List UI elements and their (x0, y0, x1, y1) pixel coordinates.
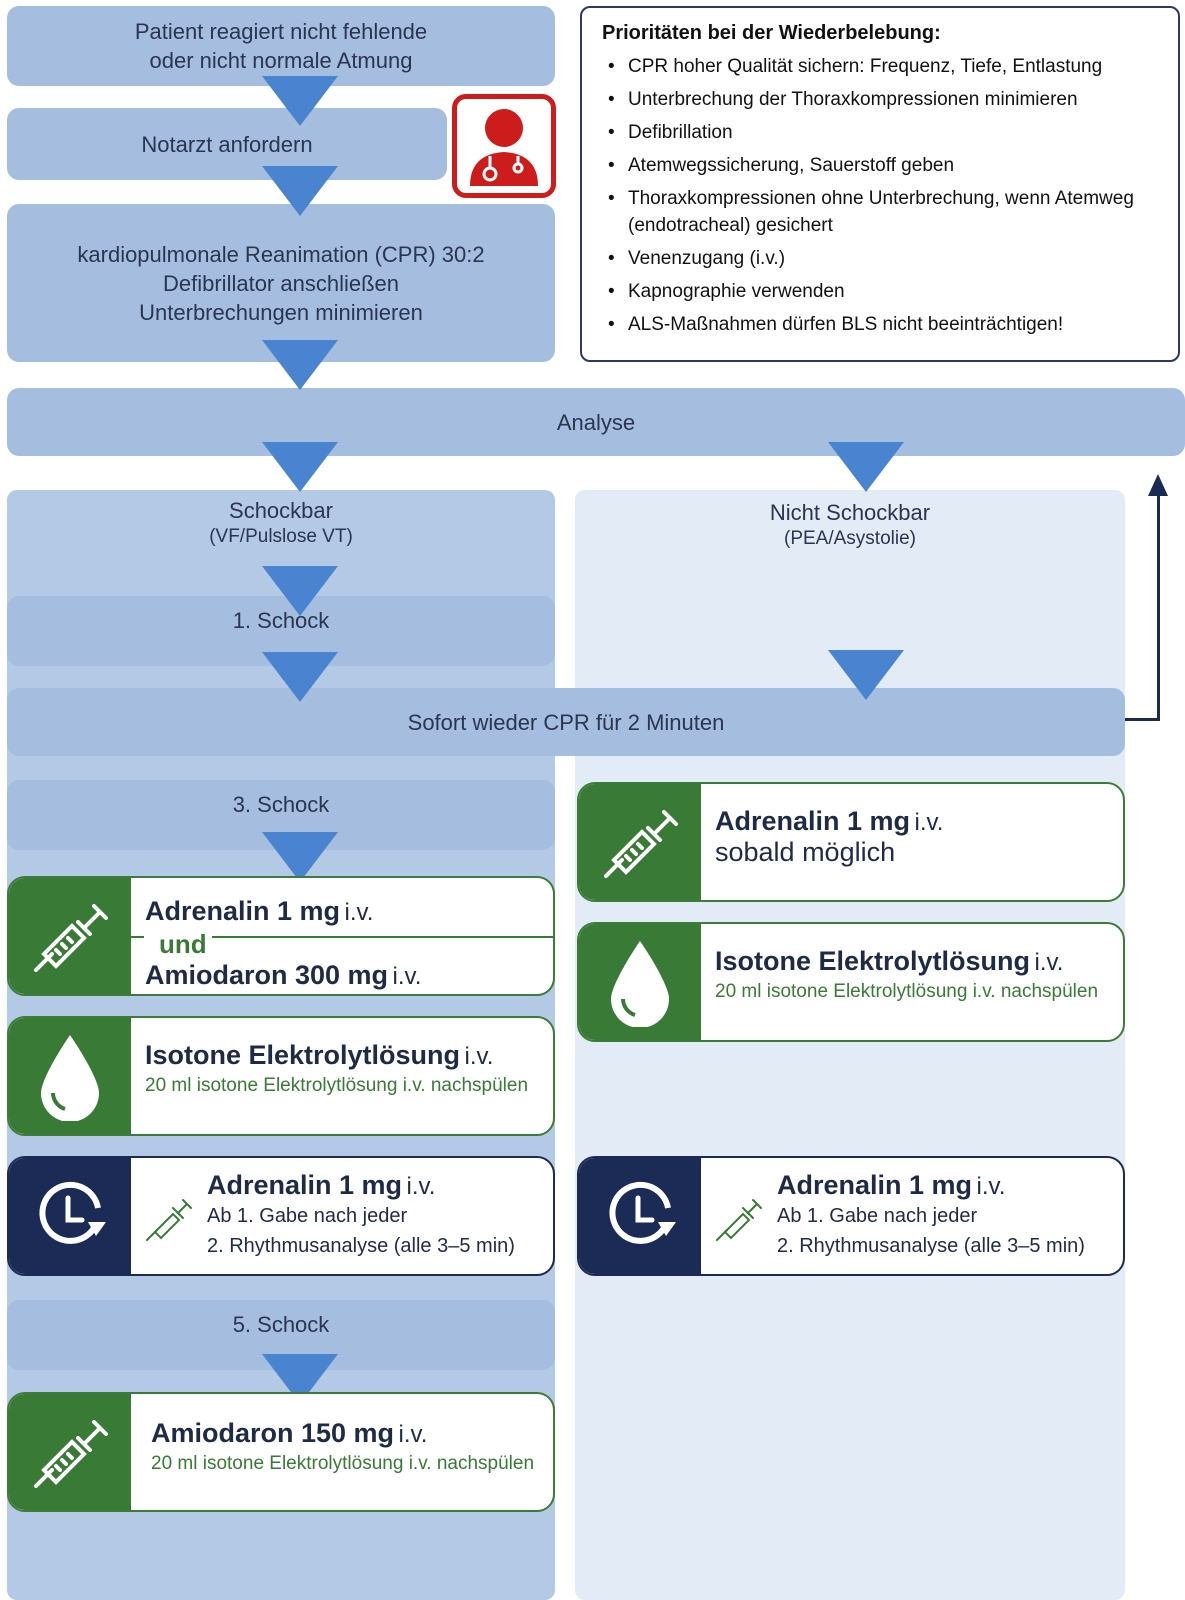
drug-name: Adrenalin 1 mg (207, 1170, 403, 1200)
drug-name: Isotone Elektrolytlösung (715, 946, 1031, 976)
priorities-title: Prioritäten bei der Wiederbelebung: (602, 22, 941, 44)
card-isotone-right: Isotone Elektrolytlösung i.v. 20 ml isot… (577, 922, 1125, 1042)
syringe-icon (9, 878, 131, 994)
drug-route: i.v. (344, 899, 374, 926)
card-body: Isotone Elektrolytlösung i.v. 20 ml isot… (701, 924, 1123, 1040)
drug-route: i.v. (406, 1173, 436, 1200)
drug-route: i.v. (914, 809, 944, 836)
notarzt-box: Notarzt anfordern (7, 108, 447, 180)
flow-arrow (262, 442, 338, 492)
card-adrenalin-asap: Adrenalin 1 mg i.v. sobald möglich (577, 782, 1125, 902)
drug-route: i.v. (976, 1173, 1006, 1200)
flow-arrow (262, 832, 338, 882)
drug-route: i.v. (392, 963, 422, 990)
card-adrenalin-repeat-left: Adrenalin 1 mg i.v. Ab 1. Gabe nach jede… (7, 1156, 555, 1276)
non-shockable-subtitle: (PEA/Asystolie) (784, 528, 916, 549)
card-body: Adrenalin 1 mg i.v. Ab 1. Gabe nach jede… (701, 1158, 1123, 1274)
drug-note: 20 ml isotone Elektrolytlösung i.v. nach… (145, 1075, 529, 1096)
priority-item: Defibrillation (602, 119, 1162, 146)
and-label: und (159, 929, 207, 959)
non-shockable-title: Nicht Schockbar (769, 500, 931, 525)
doctor-icon (452, 94, 556, 198)
card-amiodaron-150: Amiodaron 150 mg i.v. 20 ml isotone Elek… (7, 1392, 555, 1512)
priority-item: ALS-Maßnahmen dürfen BLS nicht beeinträc… (602, 311, 1162, 338)
shockable-subtitle: (VF/Pulslose VT) (209, 526, 353, 547)
priority-item: CPR hoher Qualität sichern: Frequenz, Ti… (602, 53, 1162, 80)
analyse-bar: Analyse (7, 388, 1185, 456)
drug-note: 20 ml isotone Elektrolytlösung i.v. nach… (151, 1453, 535, 1474)
dosing-note: 2. Rhythmusanalyse (alle 3–5 min) (777, 1235, 1085, 1257)
syringe-icon (579, 784, 701, 900)
dosing-note: 2. Rhythmusanalyse (alle 3–5 min) (207, 1235, 515, 1257)
priority-item: Thoraxkompressionen ohne Unterbrechung, … (602, 185, 1162, 239)
clock-repeat-icon (579, 1158, 701, 1274)
drug-name: Amiodaron 300 mg (145, 960, 389, 990)
priorities-list: CPR hoher Qualität sichern: Frequenz, Ti… (602, 53, 1162, 338)
drug-name: Adrenalin 1 mg (145, 896, 341, 926)
return-loop-arrowhead (1148, 474, 1168, 496)
dosing-note: Ab 1. Gabe nach jeder (777, 1205, 978, 1227)
flow-arrow (828, 650, 904, 700)
return-loop-line (1125, 718, 1160, 721)
shockable-title: Schockbar (229, 498, 333, 523)
drug-name: Adrenalin 1 mg (715, 806, 911, 836)
flow-arrow (262, 340, 338, 390)
drop-icon (9, 1018, 131, 1134)
flow-arrow (262, 166, 338, 216)
return-loop-line (1157, 492, 1160, 721)
flow-arrow (828, 442, 904, 492)
dosing-note: Ab 1. Gabe nach jeder (207, 1205, 408, 1227)
drug-note: 20 ml isotone Elektrolytlösung i.v. nach… (715, 981, 1099, 1002)
drug-name: Adrenalin 1 mg (777, 1170, 973, 1200)
card-body: Amiodaron 150 mg i.v. 20 ml isotone Elek… (131, 1394, 553, 1510)
cpr-2min-bar: Sofort wieder CPR für 2 Minuten (7, 688, 1125, 756)
priority-item: Venenzugang (i.v.) (602, 245, 1162, 272)
drug-route: i.v. (398, 1421, 428, 1448)
card-adrenalin-repeat-right: Adrenalin 1 mg i.v. Ab 1. Gabe nach jede… (577, 1156, 1125, 1276)
card-body: Adrenalin 1 mg i.v. Ab 1. Gabe nach jede… (131, 1158, 553, 1274)
priority-item: Kapnographie verwenden (602, 278, 1162, 305)
syringe-icon (146, 1199, 192, 1241)
drop-icon (579, 924, 701, 1040)
drug-route: i.v. (1034, 949, 1064, 976)
non-shockable-label: Nicht Schockbar (PEA/Asystolie) (575, 500, 1125, 552)
drug-route: i.v. (464, 1043, 494, 1070)
card-body: Adrenalin 1 mg i.v. sobald möglich (701, 784, 1123, 900)
syringe-icon (716, 1199, 762, 1241)
drug-name: Amiodaron 150 mg (151, 1418, 395, 1448)
timing-note: sobald möglich (715, 837, 896, 867)
shockable-label: Schockbar (VF/Pulslose VT) (7, 498, 555, 550)
cpr-box: kardiopulmonale Reanimation (CPR) 30:2 D… (7, 204, 555, 362)
patient-box: Patient reagiert nicht fehlende oder nic… (7, 6, 555, 86)
card-body: Isotone Elektrolytlösung i.v. 20 ml isot… (131, 1018, 553, 1134)
priority-item: Unterbrechung der Thoraxkompressionen mi… (602, 86, 1162, 113)
card-isotone-left: Isotone Elektrolytlösung i.v. 20 ml isot… (7, 1016, 555, 1136)
and-divider (130, 936, 144, 938)
priority-item: Atemwegssicherung, Sauerstoff geben (602, 152, 1162, 179)
and-divider (212, 936, 555, 938)
clock-repeat-icon (9, 1158, 131, 1274)
syringe-icon (9, 1394, 131, 1510)
card-body: Adrenalin 1 mg i.v. und Amiodaron 300 mg… (131, 878, 553, 994)
priorities-box: Prioritäten bei der Wiederbelebung: CPR … (580, 6, 1180, 362)
shock-5-bar: 5. Schock (7, 1300, 555, 1370)
drug-name: Isotone Elektrolytlösung (145, 1040, 461, 1070)
flow-arrow (262, 652, 338, 702)
flow-arrow (262, 76, 338, 126)
flow-arrow (262, 566, 338, 616)
